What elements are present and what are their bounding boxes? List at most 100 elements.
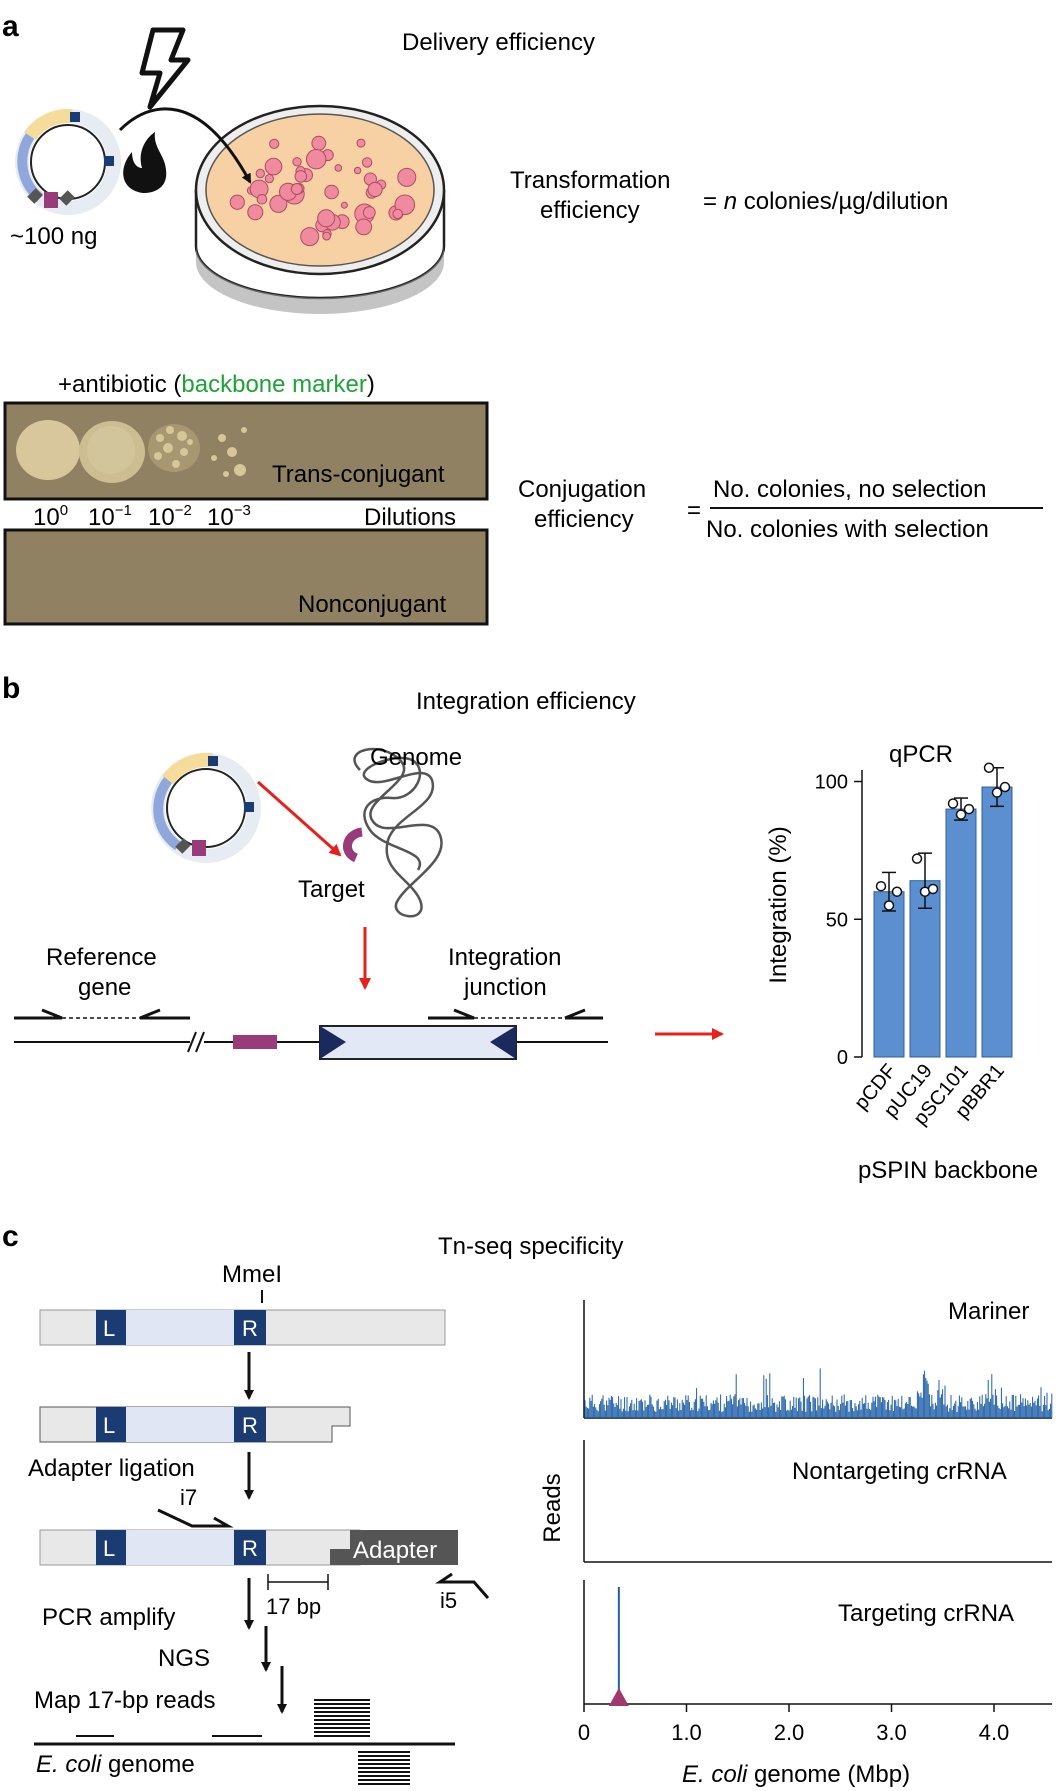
petri-dish	[194, 104, 446, 314]
conjugation-label-line2: efficiency	[534, 506, 634, 533]
genome-label-c: E. coli genome	[36, 1751, 195, 1778]
lightning-icon	[139, 27, 191, 110]
data-point	[947, 798, 959, 809]
primer-pair-reference	[14, 1008, 190, 1020]
end-R-2: R	[242, 1413, 258, 1438]
genomic-locus	[14, 1025, 608, 1060]
colony	[392, 208, 403, 220]
colony	[356, 138, 366, 148]
colony	[294, 170, 308, 183]
genome-icon	[353, 747, 443, 918]
y-tick-label: 0	[837, 1047, 848, 1069]
colony	[397, 167, 417, 187]
flame-icon	[123, 132, 167, 193]
genome-label-italic: E. coli	[36, 1751, 102, 1778]
formula-rest: colonies/µg/dilution	[737, 188, 948, 215]
primer-pair-junction	[428, 1008, 603, 1020]
enzyme-label: MmeI	[222, 1261, 282, 1288]
dilution-4: 10−3	[207, 502, 251, 531]
nonconjugant-plate: Nonconjugant	[3, 528, 489, 626]
mariner-reads	[584, 1368, 1053, 1418]
tracks-xlabel-rest: genome (Mbp)	[747, 1761, 910, 1788]
transposon-construct-1: L R	[39, 1309, 446, 1346]
reference-label-line1: Reference	[46, 944, 157, 971]
data-point	[927, 883, 939, 895]
target-locus	[343, 827, 364, 863]
colony	[229, 194, 245, 210]
colony	[340, 201, 348, 209]
colony	[322, 231, 332, 241]
antibiotic-label: +antibiotic (backbone marker)	[58, 371, 375, 398]
trans-conjugant-plate: Trans-conjugant	[3, 401, 489, 501]
track-2-label: Nontargeting crRNA	[792, 1458, 1007, 1485]
step-pcr: PCR amplify	[42, 1604, 175, 1631]
step-map: Map 17-bp reads	[34, 1687, 215, 1714]
colony	[311, 135, 327, 151]
panel-a-letter: a	[2, 10, 19, 43]
genome-label-rest: genome	[101, 1751, 194, 1778]
target-site-marker	[608, 1688, 629, 1706]
antibiotic-marker: backbone marker	[181, 371, 366, 398]
chart-ylabel: Integration (%)	[765, 826, 792, 983]
colony	[255, 168, 265, 179]
mapped-reads	[34, 1699, 455, 1785]
x-tick-label: 1.0	[671, 1720, 702, 1745]
chart-title: qPCR	[889, 741, 953, 768]
colony	[256, 194, 268, 205]
colony	[247, 204, 264, 221]
junction-label-line1: Integration	[448, 944, 561, 971]
conjugation-denominator: No. colonies with selection	[706, 516, 989, 543]
tracks-xlabel-italic: E. coli	[682, 1761, 748, 1788]
end-R-3: R	[242, 1536, 258, 1561]
dilutions-label: Dilutions	[364, 504, 456, 531]
bar	[945, 808, 977, 1058]
junction-label-line2: junction	[463, 974, 547, 1001]
delivery-arrow	[118, 107, 252, 184]
primer-i5: i5	[440, 1588, 457, 1613]
panel-b-title: Integration efficiency	[416, 688, 636, 715]
conjugation-equals: =	[687, 497, 701, 524]
colony	[353, 166, 362, 175]
y-tick-label: 100	[815, 772, 848, 794]
data-point	[883, 900, 895, 911]
chart-xlabel: pSPIN backbone	[858, 1157, 1038, 1184]
data-point	[875, 880, 887, 892]
colony	[300, 227, 320, 247]
transformation-label-line1: Transformation	[510, 167, 671, 194]
colony	[355, 218, 373, 236]
step-ngs: NGS	[158, 1645, 210, 1672]
conjugation-label-line1: Conjugation	[518, 476, 646, 503]
plasmid-icon	[15, 108, 121, 215]
read-length-label: 17 bp	[266, 1594, 321, 1619]
colony	[362, 206, 376, 219]
formula-n: n	[724, 188, 737, 215]
tracks-ylabel: Reads	[539, 1473, 566, 1542]
track-3-label: Targeting crRNA	[838, 1600, 1014, 1627]
data-point	[891, 886, 903, 897]
bar	[909, 880, 941, 1058]
colony	[306, 149, 327, 170]
colony	[317, 209, 336, 228]
conjugation-numerator: No. colonies, no selection	[713, 476, 987, 503]
dilution-3: 10−2	[148, 502, 192, 531]
colony	[361, 157, 373, 168]
data-point	[955, 809, 967, 820]
colony	[334, 164, 343, 172]
reference-label-line2: gene	[78, 974, 131, 1001]
tracks-xlabel: E. coli genome (Mbp)	[682, 1761, 910, 1788]
transformation-label-line2: efficiency	[540, 197, 640, 224]
x-tick-label: 3.0	[876, 1720, 907, 1745]
panel-a-title: Delivery efficiency	[402, 29, 595, 56]
x-tick-label: 2.0	[774, 1720, 805, 1745]
read-length-bracket	[267, 1574, 329, 1590]
end-R-1: R	[242, 1316, 258, 1341]
transposon-construct-2: L R	[39, 1406, 351, 1443]
panel-b-letter: b	[2, 672, 20, 705]
primer-i7: i7	[180, 1485, 197, 1510]
end-L-2: L	[103, 1413, 115, 1438]
primer-i5-arrow	[435, 1572, 490, 1599]
plate-bottom-label: Nonconjugant	[298, 591, 446, 618]
colony	[324, 184, 339, 200]
end-L-1: L	[103, 1316, 115, 1341]
